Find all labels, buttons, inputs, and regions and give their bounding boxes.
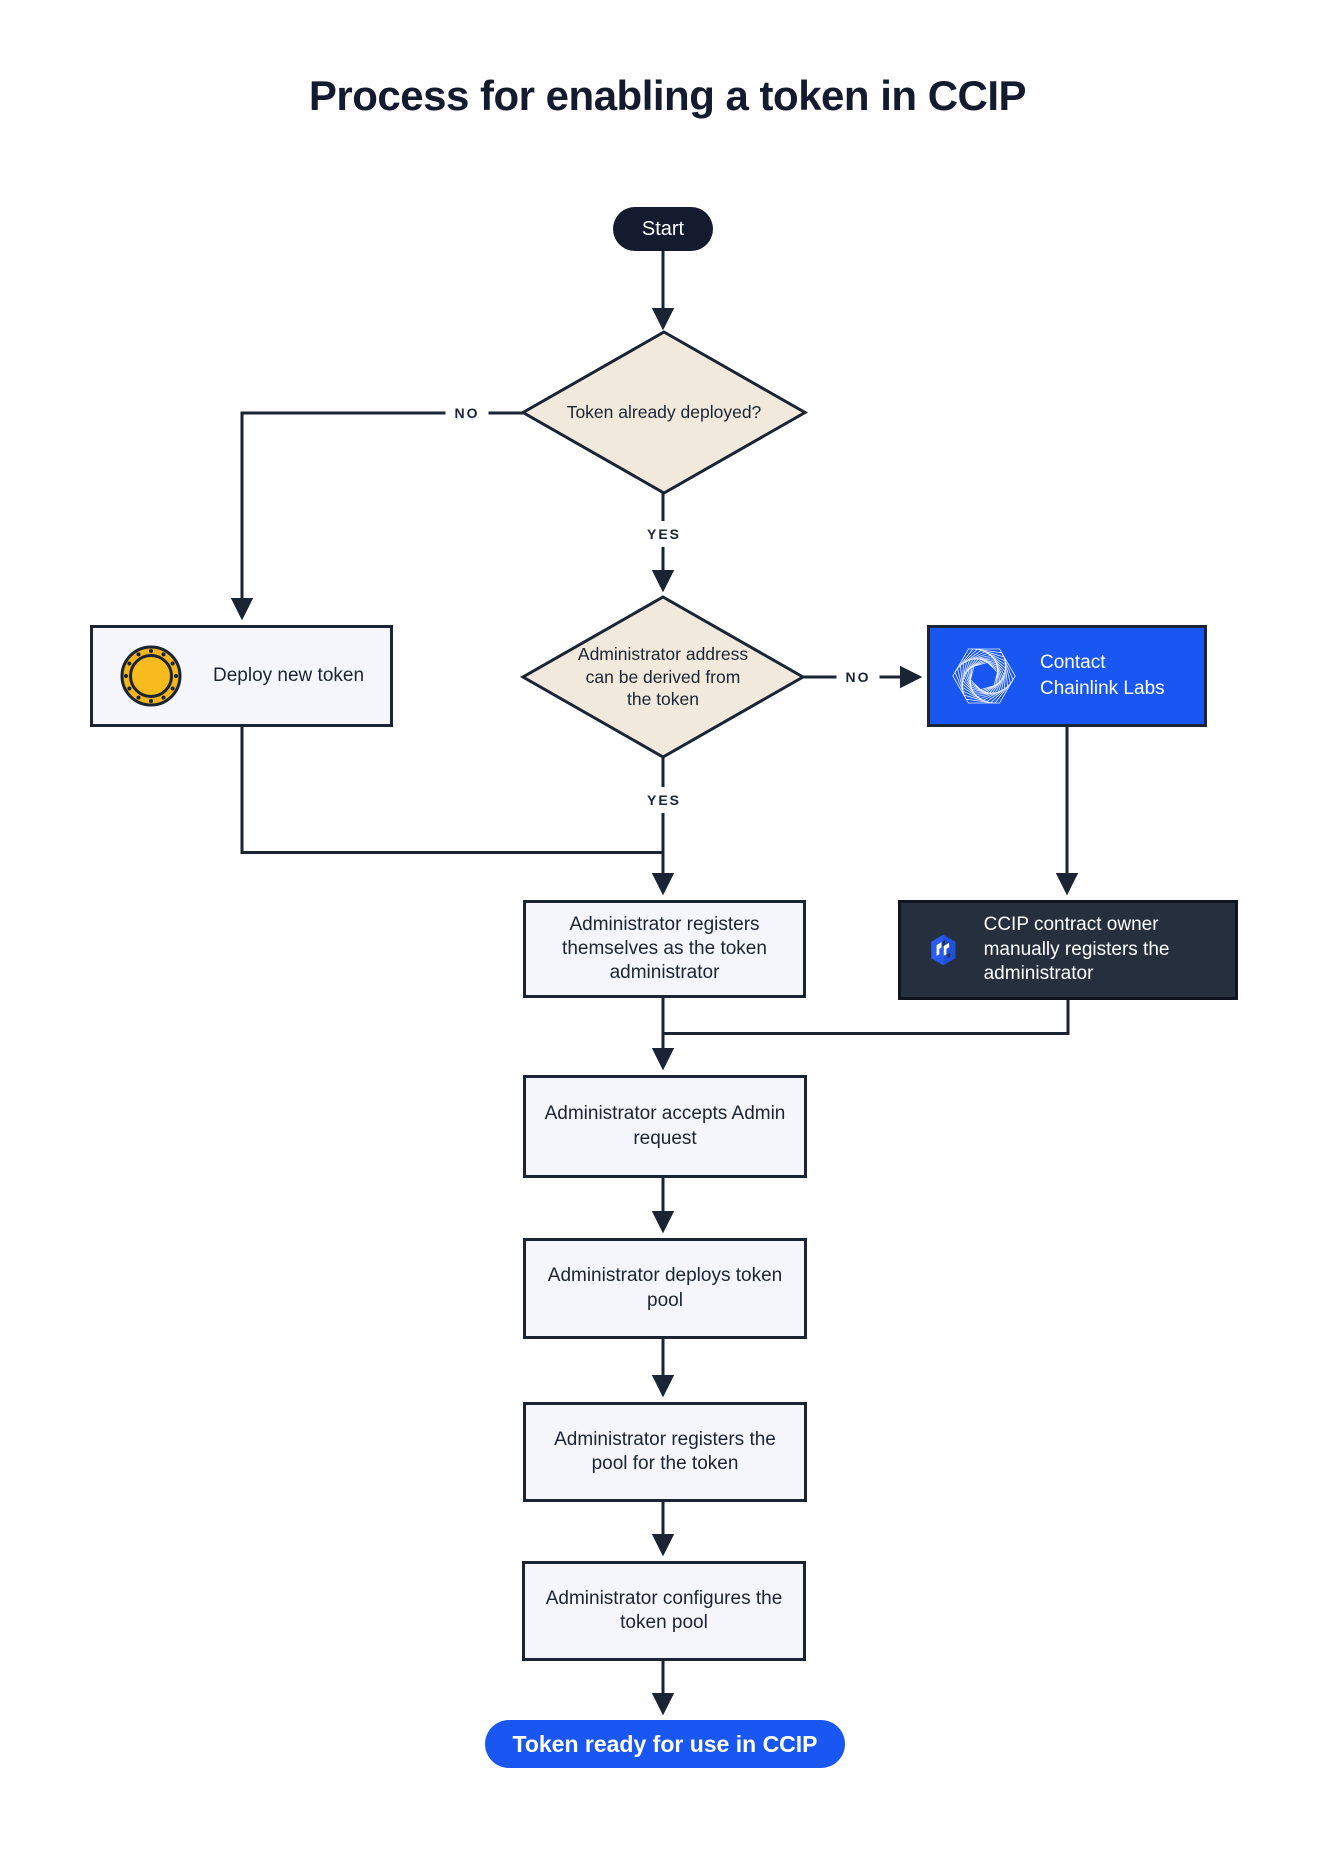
admin-registers-self-label: Administrator registers themselves as th… (562, 913, 767, 984)
edge-label-admin-derived-yes: YES (637, 787, 691, 813)
admin-accepts-label: Administrator accepts Admin request (544, 1103, 786, 1149)
edge-owner-join-main (663, 1000, 1070, 1035)
decision-token-deployed-label: Token already deployed? (566, 401, 762, 422)
decision-token-deployed-shape (519, 330, 809, 495)
diagram-title: Process for enabling a token in CCIP (308, 72, 1027, 119)
token-ready-node: Token ready for use in CCIP (485, 1720, 845, 1768)
edge-label-token-deployed-no: NO (445, 400, 489, 426)
ccip-owner-registers-node: CCIP contract owner manually registers t… (898, 900, 1238, 1000)
contact-chainlink-node: Contact Chainlink Labs (927, 625, 1207, 727)
deploy-new-token-label: Deploy new token (213, 664, 365, 686)
decision-admin-derived-shape (519, 595, 807, 759)
edge-label-admin-derived-no: NO (836, 664, 880, 690)
deploy-new-token-node: Deploy new token (90, 625, 393, 727)
ccip-owner-registers-label: CCIP contract owner manually registers t… (983, 913, 1170, 985)
admin-registers-pool-label: Administrator registers the pool for the… (554, 1428, 776, 1474)
edge-token-deployed-no-to-deploy (230, 411, 523, 621)
ccip-logo-icon (931, 934, 956, 966)
token-ready-label: Token ready for use in CCIP (512, 1730, 818, 1757)
decision-admin-derived-label: Administrator address can be derived fro… (577, 643, 749, 710)
start-node: Start (613, 207, 713, 251)
admin-deploys-pool-label: Administrator deploys token pool (547, 1265, 783, 1311)
start-label: Start (641, 217, 685, 240)
contact-chainlink-label: Contact Chainlink Labs (1040, 652, 1165, 699)
admin-registers-self-node: Administrator registers themselves as th… (523, 900, 806, 998)
admin-registers-pool-node: Administrator registers the pool for the… (523, 1402, 807, 1502)
chainlink-labs-logo-icon (950, 642, 1018, 710)
admin-configures-pool-label: Administrator configures the token pool (545, 1587, 783, 1633)
admin-accepts-node: Administrator accepts Admin request (523, 1075, 807, 1178)
admin-deploys-pool-node: Administrator deploys token pool (523, 1238, 807, 1339)
edge-label-token-deployed-yes: YES (637, 521, 691, 547)
admin-configures-pool-node: Administrator configures the token pool (522, 1561, 806, 1661)
edge-deploy-join-main (240, 727, 663, 854)
token-coin-icon (120, 645, 182, 707)
